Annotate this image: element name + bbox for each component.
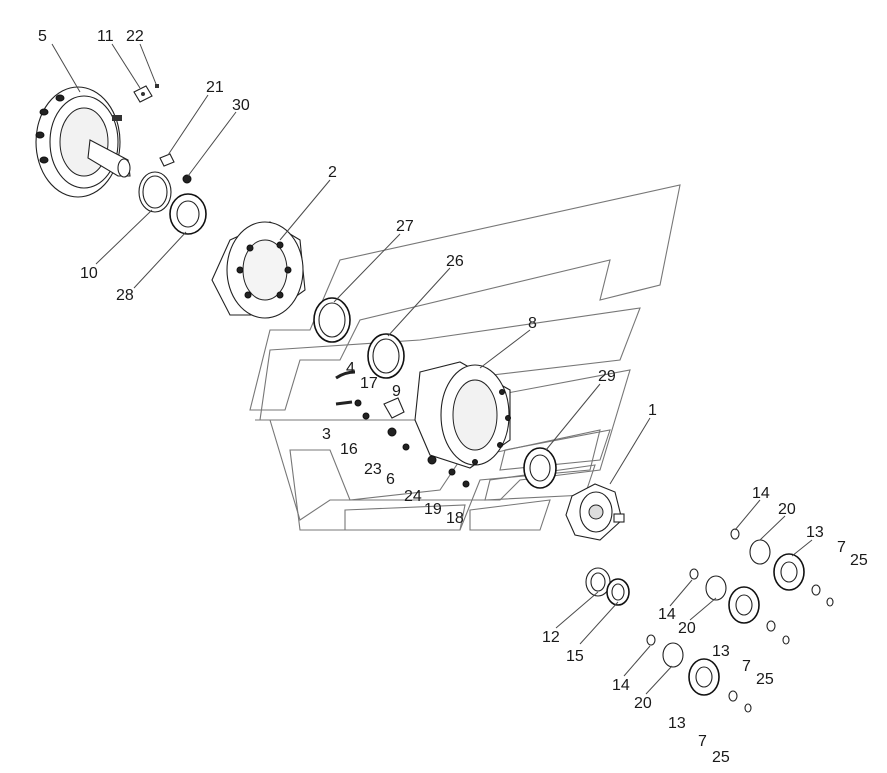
callout-2: 2: [328, 164, 337, 181]
callout-27: 27: [396, 218, 414, 235]
washer-part-16: [387, 427, 397, 437]
housing-part-2: [211, 221, 306, 319]
callout-4: 4: [346, 360, 355, 377]
leader-lines: [51, 43, 813, 695]
callout-22: 22: [126, 28, 144, 45]
washer-part-18: [462, 480, 470, 488]
callout-20-lower: 20: [634, 695, 652, 712]
callout-14-middle: 14: [658, 606, 676, 623]
callout-8: 8: [528, 315, 537, 332]
callout-5: 5: [38, 28, 47, 45]
ring-part-12: [585, 567, 611, 597]
seal-ring-part-27: [313, 297, 351, 343]
callout-11: 11: [97, 28, 114, 45]
callout-25-lower: 25: [712, 749, 730, 766]
callout-7-lower: 7: [698, 733, 707, 750]
bracket-part-9: [383, 397, 405, 419]
planet-set-lower: [646, 634, 752, 713]
bolt-part-21: [159, 153, 175, 167]
seal-ring-part-26: [367, 333, 405, 379]
callout-20-upper: 20: [778, 501, 796, 518]
callout-15: 15: [566, 648, 584, 665]
callout-28: 28: [116, 287, 134, 304]
washer-part-23: [402, 443, 410, 451]
callout-21: 21: [206, 79, 224, 96]
callout-7-middle: 7: [742, 658, 751, 675]
plug-part-6: [427, 455, 437, 465]
callout-12: 12: [542, 629, 560, 646]
callout-7-upper: 7: [837, 539, 846, 556]
plate-part-11: [133, 85, 153, 103]
callout-3: 3: [322, 426, 331, 443]
ring-part-10: [138, 171, 172, 213]
bolt-part-3: [362, 412, 370, 420]
callout-13-middle: 13: [712, 643, 730, 660]
callout-25-upper: 25: [850, 552, 868, 569]
callout-16: 16: [340, 441, 358, 458]
callout-13-lower: 13: [668, 715, 686, 732]
pipe-part-4: [335, 370, 356, 380]
pin-part-22: [155, 84, 159, 88]
planet-carrier-part-1: [565, 483, 625, 541]
callout-19: 19: [424, 501, 442, 518]
callout-14-upper: 14: [752, 485, 770, 502]
callout-10: 10: [80, 265, 98, 282]
nut-part-30: [182, 174, 192, 184]
callout-30: 30: [232, 97, 250, 114]
callout-18: 18: [446, 510, 464, 527]
callout-6: 6: [386, 471, 395, 488]
planet-set-upper: [730, 528, 834, 607]
bearing-part-15: [606, 578, 630, 606]
callout-1: 1: [648, 402, 657, 419]
fitting-part-17: [335, 399, 362, 407]
axle-housing-part-8: [414, 361, 511, 469]
callout-20-middle: 20: [678, 620, 696, 637]
bearing-part-29: [523, 447, 557, 489]
callout-26: 26: [446, 253, 464, 270]
bearing-part-28: [169, 193, 207, 235]
bolt-part-24: [448, 468, 456, 476]
callout-17: 17: [360, 375, 378, 392]
callout-23: 23: [364, 461, 382, 478]
callout-13-upper: 13: [806, 524, 824, 541]
callout-14-lower: 14: [612, 677, 630, 694]
hub-part-5: [35, 86, 131, 198]
callout-labels: 5 11 22 21 30 2 27 26 10 28 8 4 17 9 29 …: [38, 28, 868, 766]
callout-24: 24: [404, 488, 422, 505]
callout-25-middle: 25: [756, 671, 774, 688]
planet-set-middle: [689, 568, 790, 645]
background-outline-shapes: [249, 184, 681, 531]
callout-9: 9: [392, 383, 401, 400]
callout-29: 29: [598, 368, 616, 385]
